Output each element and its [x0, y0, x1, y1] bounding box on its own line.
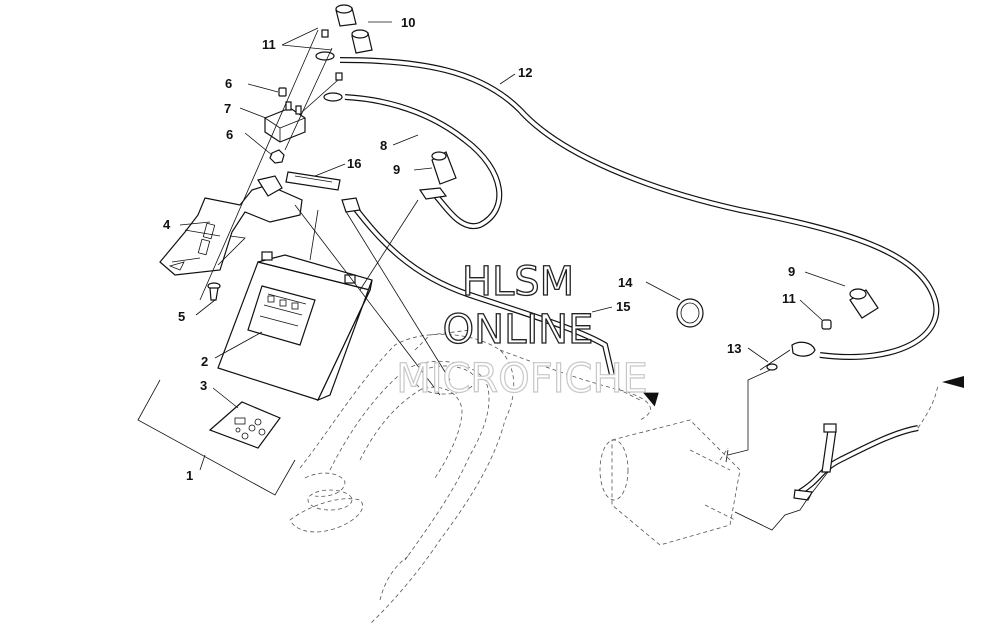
watermark-line2: ONLINE: [443, 307, 594, 353]
callout-16: 16: [347, 156, 361, 171]
callout-5: 5: [178, 309, 185, 324]
direction-arrows: [611, 374, 964, 407]
watermark: HLSM ONLINE MICROFICHE: [396, 258, 649, 402]
strap-part-16: [285, 171, 341, 191]
solenoid-part-7: [264, 101, 306, 143]
watermark-line3: MICROFICHE: [396, 356, 648, 402]
callout-11-top: 11: [262, 37, 276, 52]
negative-cable: [352, 206, 615, 376]
callout-10: 10: [401, 15, 415, 30]
callout-14: 14: [618, 275, 633, 290]
callout-2: 2: [201, 354, 208, 369]
starter-motor: [599, 419, 741, 546]
callout-4: 4: [163, 217, 171, 232]
ground-bolt: [821, 423, 837, 473]
callout-12: 12: [518, 65, 532, 80]
washer-part-13: [766, 363, 778, 371]
ground-cable: [798, 384, 939, 495]
leader-lines: [179, 21, 846, 531]
callout-3: 3: [200, 378, 207, 393]
callout-6-bottom: 6: [226, 127, 233, 142]
boot-part-9: [431, 151, 879, 319]
callout-labels: 10 11 6 7 6 4 5 2 3 1 16 8 9 12 14 15 13…: [163, 15, 796, 483]
callout-8: 8: [380, 138, 387, 153]
callout-7: 7: [224, 101, 231, 116]
vehicle-body-outline: [289, 329, 651, 624]
positive-cable: [344, 94, 503, 230]
callout-15: 15: [616, 299, 630, 314]
callout-13: 13: [727, 341, 741, 356]
callout-1: 1: [186, 468, 193, 483]
terminal-kit-part-3: [208, 401, 281, 449]
battery-part-2: [217, 251, 373, 402]
starter-cable: [339, 57, 940, 360]
callout-9-left: 9: [393, 162, 400, 177]
clip-part-14: [676, 298, 704, 328]
watermark-line1: HLSM: [462, 259, 574, 305]
callout-6-top: 6: [225, 76, 232, 91]
callout-9-right: 9: [788, 264, 795, 279]
callout-11-right: 11: [782, 291, 796, 306]
nut-part-6: [269, 87, 287, 164]
terminal-boot-part-10: [335, 4, 373, 54]
kit-bracket-part-1: [137, 379, 296, 496]
nut-part-11: [321, 29, 832, 330]
bolt-part-5: [207, 282, 221, 301]
